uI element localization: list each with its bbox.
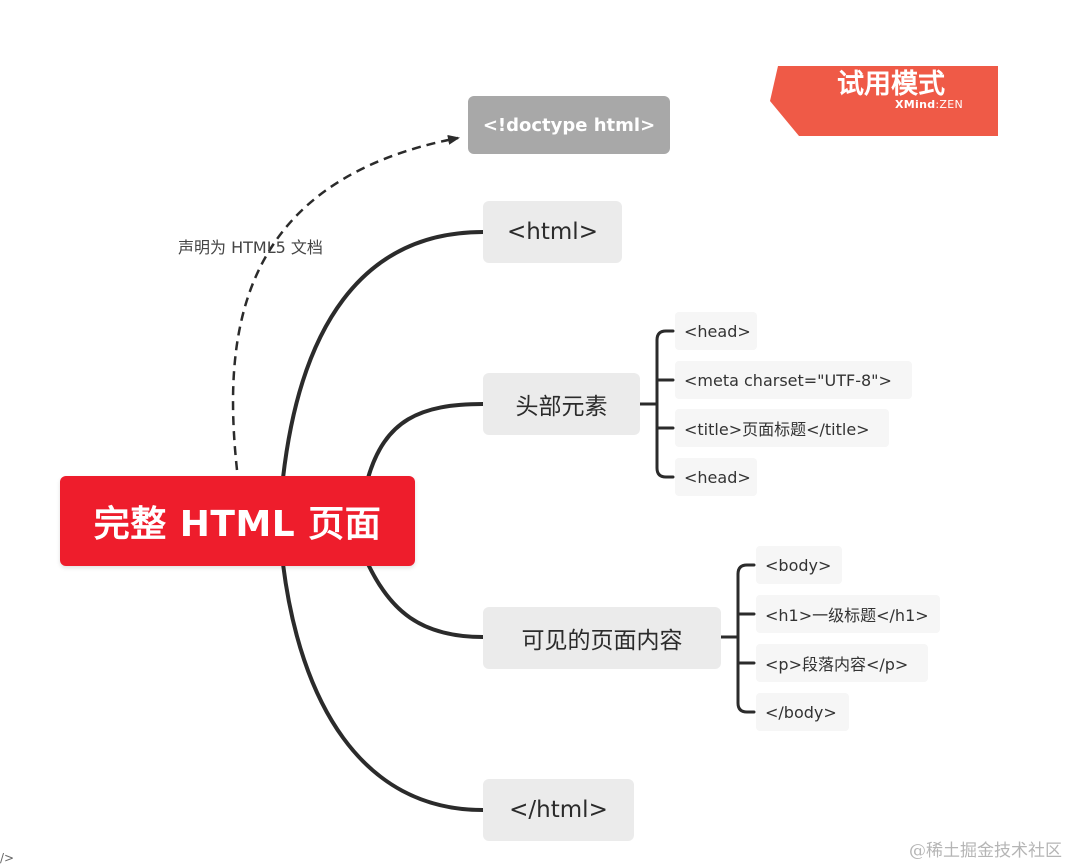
body-bracket: [719, 563, 756, 714]
site-credit: @稀土掘金技术社区: [909, 841, 1062, 861]
watermark-title: 试用模式: [837, 69, 945, 100]
branch-head: [366, 402, 485, 480]
head-child-3: <title>页面标题</title>: [675, 409, 889, 447]
body-child-2: <h1>一级标题</h1>: [756, 595, 940, 633]
branch-html-close: [281, 562, 485, 812]
watermark-brand-name: XMind: [895, 98, 936, 111]
doctype-topic: <!doctype html>: [468, 96, 670, 154]
topic-body-section: 可见的页面内容: [483, 607, 721, 669]
body-child-4: </body>: [756, 693, 849, 731]
watermark-edition: ZEN: [939, 98, 964, 111]
head-bracket: [638, 329, 675, 479]
doctype-edge-label: 声明为 HTML5 文档: [178, 238, 323, 257]
head-child-2: <meta charset="UTF-8">: [675, 361, 912, 399]
topic-head-section: 头部元素: [483, 373, 640, 435]
branch-html-open: [281, 230, 485, 480]
head-child-4: <head>: [675, 458, 757, 496]
body-child-1: <body>: [756, 546, 842, 584]
watermark-separator: :: [935, 98, 940, 111]
topic-html-close: </html>: [483, 779, 634, 841]
branch-body: [366, 562, 485, 639]
body-child-3: <p>段落内容</p>: [756, 644, 928, 682]
head-child-1: <head>: [675, 312, 757, 350]
watermark-brand: XMind:ZEN: [895, 98, 963, 111]
corner-fragment: />: [0, 851, 15, 865]
watermark-banner: [770, 66, 998, 136]
root-topic: 完整 HTML 页面: [60, 476, 415, 566]
doctype-connector: [231, 134, 460, 471]
topic-html-open: <html>: [483, 201, 622, 263]
